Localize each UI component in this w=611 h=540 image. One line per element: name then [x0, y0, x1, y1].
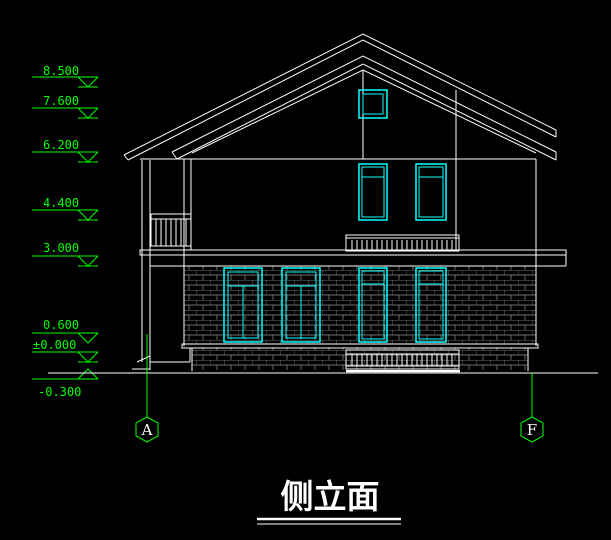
level-label: 0.600 — [43, 318, 79, 332]
level-marker-minus0300 — [32, 368, 99, 380]
level-markers — [32, 76, 99, 380]
level-marker-4400 — [32, 209, 99, 221]
axis-bubble — [520, 416, 544, 443]
level-marker-6200 — [32, 151, 99, 163]
attic-window — [358, 89, 388, 119]
level-marker-8500 — [32, 76, 99, 88]
level-label: 4.400 — [43, 196, 79, 210]
upper-window-left — [358, 163, 388, 221]
axis-A: A — [135, 334, 159, 443]
ground-window-2 — [281, 267, 321, 343]
side-balcony-railing — [150, 213, 192, 247]
level-label: 8.500 — [43, 64, 79, 78]
axis-label: A — [141, 421, 153, 439]
entrance-railing — [345, 349, 460, 370]
level-label: 6.200 — [43, 138, 79, 152]
level-label: ±0.000 — [33, 338, 76, 352]
level-marker-0600 — [32, 332, 99, 344]
level-marker-3000 — [32, 255, 99, 267]
brick-wall — [184, 266, 536, 344]
level-marker-7600 — [32, 107, 99, 119]
axis-label: F — [527, 421, 537, 439]
level-label: -0.300 — [38, 385, 81, 399]
axis-bubble — [135, 416, 159, 443]
drawing-title: 侧立面 — [257, 477, 401, 525]
windows — [223, 89, 447, 343]
level-marker-0000 — [32, 351, 99, 363]
roof — [123, 33, 557, 161]
ground-window-3 — [358, 267, 388, 343]
upper-window-right — [415, 163, 447, 221]
axis-F: F — [520, 373, 544, 443]
plinth — [192, 347, 528, 370]
ground-window-4 — [415, 267, 447, 343]
level-labels: 8.500 7.600 6.200 4.400 3.000 0.600 ±0.0… — [33, 64, 81, 399]
level-label: 7.600 — [43, 94, 79, 108]
ground-window-1 — [223, 267, 263, 343]
railings — [150, 213, 460, 370]
level-label: 3.000 — [43, 241, 79, 255]
title: 侧立面 — [281, 477, 380, 516]
upper-balcony-railing — [345, 234, 460, 252]
